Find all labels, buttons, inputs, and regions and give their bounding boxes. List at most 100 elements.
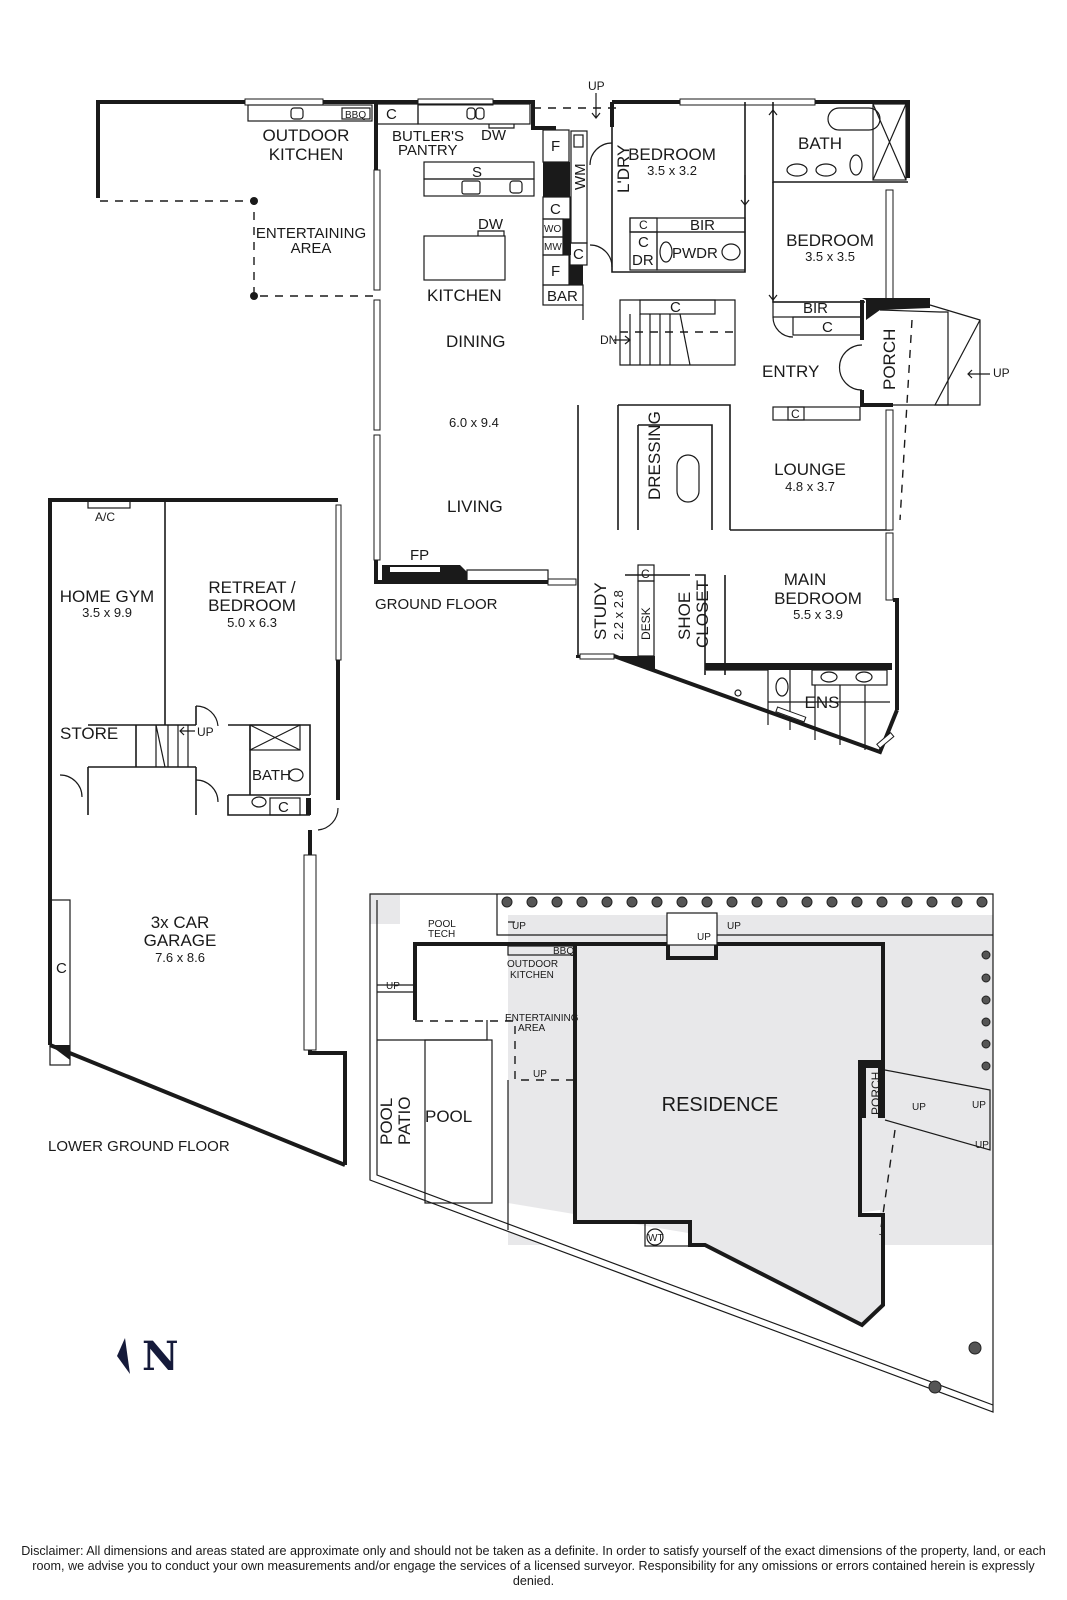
window <box>775 706 807 723</box>
shower <box>872 103 907 181</box>
outdoor-sink <box>290 107 304 120</box>
outdoor-kitchen-wall <box>413 942 575 1020</box>
up-label: UP <box>972 1100 986 1111</box>
residence-label: RESIDENCE <box>662 1094 779 1116</box>
shoe-closet-label: SHOE <box>675 592 694 640</box>
lounge-label: LOUNGE <box>774 460 846 479</box>
outdoor-kitchen-label-2: KITCHEN <box>510 970 554 981</box>
cupboard-label: C <box>278 799 289 816</box>
sliding-door <box>373 434 381 561</box>
cupboard-label: C <box>670 299 681 316</box>
window <box>244 98 324 106</box>
basin <box>786 163 808 177</box>
entertaining-area-label: ENTERTAINING <box>256 225 366 242</box>
study-label: STUDY <box>591 582 610 640</box>
arrow-left-icon <box>967 369 990 379</box>
home-gym-label: HOME GYM <box>60 587 154 606</box>
bath-label: BATH <box>252 767 291 784</box>
garage-door <box>303 854 317 1051</box>
dishwasher-label: DW <box>481 127 507 144</box>
shower-cross <box>872 103 907 181</box>
prep-sink <box>509 180 523 194</box>
bathtub <box>827 107 881 131</box>
up-label: UP <box>697 932 711 943</box>
garage-cupboard-label: C <box>56 960 67 977</box>
stair-cupboard <box>639 299 716 315</box>
shower-cross <box>249 724 301 751</box>
ensuite-wall <box>705 663 892 670</box>
basin <box>251 796 267 808</box>
up-label: UP <box>975 1140 989 1151</box>
retreat-label: RETREAT / <box>208 578 295 597</box>
sink <box>475 107 485 120</box>
arrow-left-icon <box>179 726 195 736</box>
cooktop <box>461 180 481 195</box>
pool-patio-label: POOL <box>377 1098 396 1145</box>
window <box>679 98 816 106</box>
cupboard-label: C <box>641 567 650 581</box>
retreat-dim: 5.0 x 6.3 <box>227 615 277 630</box>
garage-label-2: GARAGE <box>144 931 217 950</box>
down-label: DN <box>600 333 617 347</box>
sink-label: S <box>472 164 482 181</box>
dining-living-dim: 6.0 x 9.4 <box>449 415 499 430</box>
cabinet-solid <box>569 265 583 285</box>
butlers-pantry-label: BUTLER'S <box>392 128 464 145</box>
home-gym-dim: 3.5 x 9.9 <box>82 605 132 620</box>
outdoor-wall <box>96 100 245 198</box>
fireplace-opening <box>390 567 440 572</box>
study-dim: 2.2 x 2.8 <box>611 590 626 640</box>
lounge-cabinet <box>772 406 861 421</box>
bbq-label: BBQ <box>553 946 574 957</box>
pantry-cupboard <box>375 103 419 125</box>
microwave-label: MW <box>544 242 562 253</box>
basin <box>855 671 873 683</box>
garage-label: 3x CAR <box>151 913 210 932</box>
tall-unit <box>543 162 570 197</box>
disclaimer: Disclaimer: All dimensions and areas sta… <box>21 1544 1046 1588</box>
door-swing <box>195 779 219 803</box>
bar <box>542 284 584 306</box>
garden-bed-line <box>496 894 993 936</box>
wall <box>308 830 347 1165</box>
basin <box>820 671 838 683</box>
ottoman <box>676 454 700 503</box>
shower <box>706 669 769 725</box>
arrow-up-icon <box>768 109 778 130</box>
toilet <box>849 154 863 176</box>
porch-label: PORCH <box>869 1072 883 1115</box>
ac-label: A/C <box>95 510 115 524</box>
fireplace-label: FP <box>410 547 429 564</box>
arrow-down-icon <box>591 93 601 119</box>
kitchen-label: KITCHEN <box>427 286 502 305</box>
post <box>250 197 258 205</box>
up-label: UP <box>533 1069 547 1080</box>
entertaining-area-label: ENTERTAINING <box>505 1013 579 1024</box>
bar-fridge-label: F <box>551 263 560 280</box>
cupboard-label: C <box>573 246 584 263</box>
door-swing <box>317 807 339 831</box>
porch-wall <box>860 1062 885 1118</box>
patio-line <box>377 1020 488 1041</box>
porch-wall <box>862 298 930 320</box>
shoe-closet-label-2: CLOSET <box>693 580 712 648</box>
window <box>876 731 895 749</box>
garage-dim: 7.6 x 8.6 <box>155 950 205 965</box>
study-walls <box>625 574 726 675</box>
garage-cupboard <box>49 899 71 1066</box>
cupboard-label: C <box>639 218 648 232</box>
butlers-pantry-label-2: PANTRY <box>398 142 457 159</box>
toilet <box>288 768 304 782</box>
up-label: UP <box>727 921 741 932</box>
bar-label: BAR <box>547 288 578 305</box>
window <box>885 189 894 303</box>
up-label: UP <box>912 1102 926 1113</box>
cabinet-solid <box>563 219 571 255</box>
entertaining-outline <box>415 1020 575 1081</box>
up-label: UP <box>512 921 526 932</box>
dryer-label: DR <box>632 252 654 269</box>
site-boundary <box>369 893 994 1413</box>
planter <box>370 894 400 924</box>
bath-label: BATH <box>798 134 842 153</box>
